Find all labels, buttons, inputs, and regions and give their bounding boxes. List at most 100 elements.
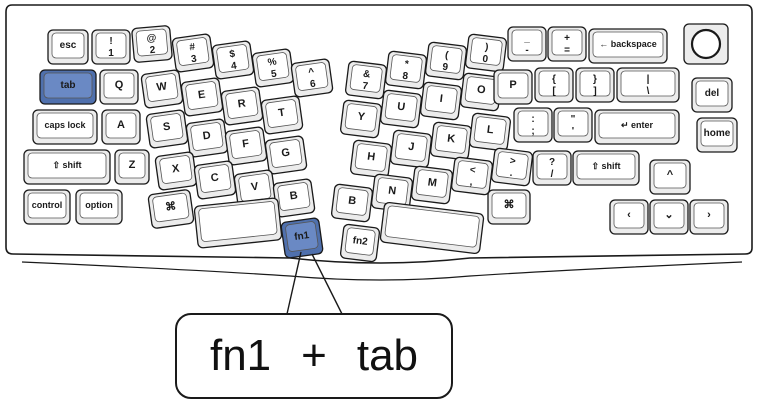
key-face: [497, 72, 529, 99]
callout-plus: +: [301, 331, 327, 380]
key-face: [349, 64, 383, 93]
key-c: C: [193, 160, 237, 200]
callout-key-tab: tab: [356, 331, 419, 380]
key-label: B: [348, 195, 357, 208]
key-i: I: [419, 81, 463, 121]
key-label: ⌄: [664, 209, 673, 221]
key-face: [354, 143, 388, 172]
key-esc: esc: [47, 29, 89, 65]
key-label: B: [289, 190, 299, 203]
key-face: [27, 152, 107, 179]
key-backslash: |\: [616, 67, 680, 103]
key-comma: <,: [450, 156, 494, 196]
knob-dial-icon: [690, 28, 722, 60]
key-face: [36, 112, 94, 139]
key-label: R: [237, 98, 247, 111]
key-label: fn2: [352, 235, 369, 248]
key-lcmd: ⌘: [147, 189, 195, 229]
callout-leader-right: [311, 253, 343, 315]
key-face: [576, 153, 636, 180]
key-base-label: 3: [190, 54, 197, 66]
key-face: [185, 81, 219, 110]
key-shift-label: ": [571, 114, 576, 125]
key-face: [198, 201, 278, 242]
key-face: [95, 32, 127, 59]
key-shift-label: }: [593, 74, 597, 85]
key-quote: "': [553, 107, 593, 143]
key-shift-label: @: [146, 33, 157, 45]
key-7: &7: [344, 60, 388, 100]
key-m: M: [410, 165, 454, 205]
key-label: J: [407, 141, 415, 154]
key-fn2: fn2: [339, 223, 381, 263]
key-face: [538, 70, 570, 97]
key-label: W: [156, 80, 169, 93]
key-label: N: [388, 185, 397, 198]
key-label: Q: [115, 79, 124, 91]
key-face: [469, 37, 503, 66]
key-shift-label: <: [469, 165, 476, 177]
key-face: [473, 116, 507, 145]
key-rcmd: ⌘: [487, 189, 531, 225]
key-semicolon: :;: [513, 107, 553, 143]
key-label: ⇧ shift: [52, 160, 81, 170]
key-shift-label: +: [564, 33, 570, 44]
key-k: K: [429, 121, 473, 161]
key-base-label: 5: [270, 69, 277, 81]
key-shift-label: {: [552, 74, 556, 85]
key-label: ^: [667, 169, 674, 181]
key-base-label: [: [552, 86, 556, 97]
key-label: K: [447, 133, 456, 146]
key-face: [415, 169, 449, 198]
key-capslock: caps lock: [32, 109, 98, 145]
key-del: del: [691, 77, 733, 113]
key-0: )0: [464, 33, 508, 73]
key-q: Q: [99, 69, 139, 105]
key-shift-label: |: [647, 74, 650, 85]
key-e: E: [180, 77, 224, 117]
key-face: [389, 54, 423, 83]
key-face: [51, 32, 85, 59]
key-face: [152, 192, 190, 223]
key-label: ⌘: [504, 199, 515, 211]
key-label: Y: [357, 111, 366, 124]
key-z: Z: [114, 149, 150, 185]
key-shift-label: _: [523, 33, 530, 44]
key-face: [176, 37, 210, 66]
key-3: #3: [171, 33, 215, 73]
key-period: >.: [490, 147, 534, 187]
key-face: [579, 70, 611, 97]
key-6: ^6: [290, 58, 334, 98]
key-label: A: [117, 119, 125, 131]
key-shift-label: #: [189, 42, 196, 54]
key-rspace: [379, 201, 485, 255]
key-shift-label: ^: [308, 67, 315, 79]
key-slash: ?/: [532, 150, 572, 186]
key-label: G: [281, 146, 291, 159]
key-f: F: [224, 126, 268, 166]
key-face: [256, 52, 290, 81]
key-w: W: [140, 69, 184, 109]
key-left: ‹: [609, 199, 649, 235]
key-shift-label: *: [404, 59, 409, 70]
key-label: S: [162, 121, 171, 134]
key-face: [491, 192, 527, 219]
key-label: fn1: [294, 230, 311, 243]
callout-leader-left: [286, 251, 302, 315]
key-a: A: [101, 109, 141, 145]
key-face: [653, 202, 685, 229]
key-face: [394, 133, 428, 162]
key-h: H: [349, 139, 393, 179]
key-face: [536, 153, 568, 180]
key-face: [118, 152, 146, 179]
key-face: [455, 160, 489, 189]
key-base-label: /: [551, 169, 554, 180]
key-face: [598, 112, 676, 139]
key-down: ⌄: [649, 199, 689, 235]
key-base-label: 8: [402, 71, 409, 83]
key-equal: +=: [547, 26, 587, 62]
key-base-label: 7: [362, 81, 369, 93]
key-face: [384, 93, 418, 122]
key-fn1: fn1: [280, 217, 324, 259]
key-face: [225, 90, 259, 119]
